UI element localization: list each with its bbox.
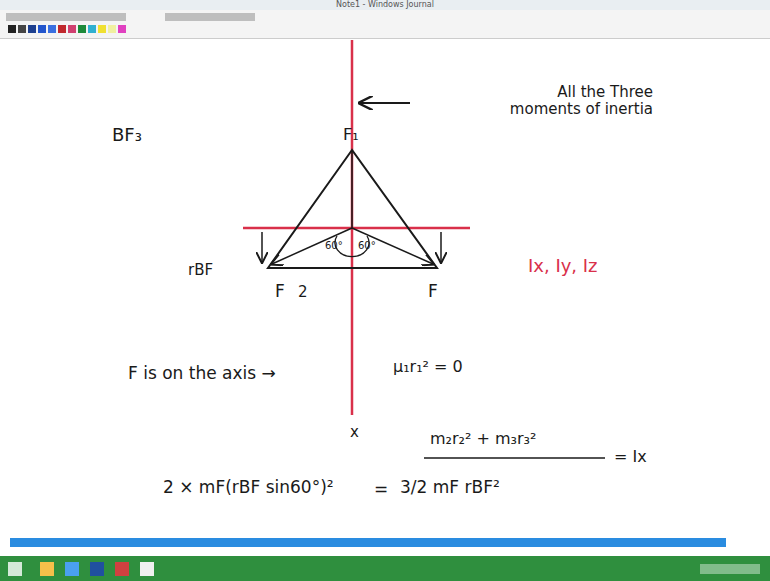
note-text: F is on the axis → xyxy=(128,364,276,384)
angle-label: 60° xyxy=(358,240,376,252)
equation: = xyxy=(374,480,388,500)
equation: = Ix xyxy=(614,448,647,466)
axis-moments: Ix, Iy, Iz xyxy=(528,256,598,277)
equation: 3/2 mF rBF² xyxy=(400,478,500,498)
note-text: All the Three moments of inertia xyxy=(493,84,653,119)
axis-label: x xyxy=(350,424,359,441)
equation: 2 × mF(rBF sin60°)² xyxy=(163,478,334,498)
window-title: Note1 - Windows Journal xyxy=(336,0,434,9)
atom-label: F xyxy=(428,282,438,302)
equation: m₂r₂² + m₃r₃² xyxy=(430,430,536,448)
molecule-name: BF₃ xyxy=(112,125,142,146)
bond-length: rBF xyxy=(188,262,213,279)
angle-label: 60° xyxy=(325,240,343,252)
atom-number: 2 xyxy=(298,284,308,301)
equation: μ₁r₁² = 0 xyxy=(393,358,463,376)
atom-label: F₁ xyxy=(343,126,359,144)
atom-label: F xyxy=(275,282,285,302)
